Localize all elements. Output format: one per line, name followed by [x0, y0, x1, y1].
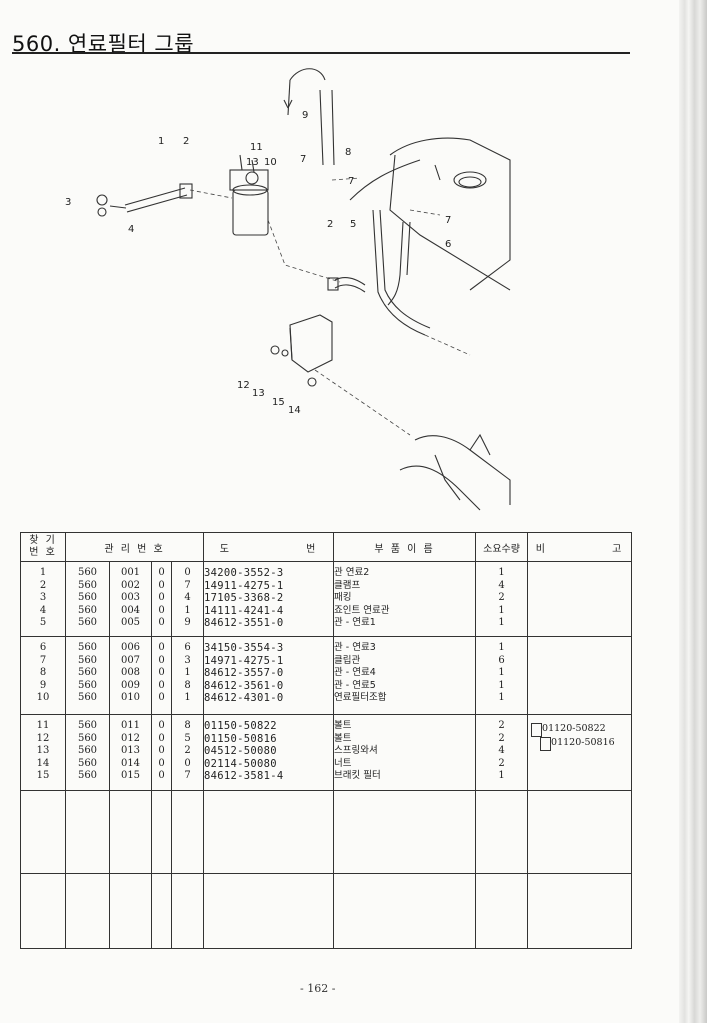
svg-text:14: 14 — [288, 405, 301, 416]
svg-text:2: 2 — [183, 136, 189, 147]
header-quantity: 소요수량 — [475, 532, 529, 562]
page-binding-shadow — [679, 0, 707, 1023]
header-part-name: 부 품 이 름 — [333, 532, 477, 562]
parts-diagram: 1 2 11 13 10 3 4 9 8 7 7 7 6 2 5 12 13 1… — [40, 60, 580, 520]
svg-text:3: 3 — [65, 197, 71, 208]
title-rule — [12, 52, 630, 54]
remarks-cell — [527, 636, 633, 715]
svg-text:6: 6 — [445, 239, 451, 250]
svg-text:4: 4 — [128, 224, 134, 235]
remarks-cell — [527, 561, 633, 637]
table-row-empty — [20, 873, 633, 949]
table-row-empty — [20, 790, 633, 874]
header-find-number: 찾 기 번 호 — [20, 532, 66, 562]
svg-text:7: 7 — [348, 176, 354, 187]
page-number: - 162 - — [300, 982, 336, 995]
svg-text:9: 9 — [302, 110, 308, 121]
diagram-callouts: 1 2 11 13 10 3 4 9 8 7 7 7 6 2 5 12 13 1… — [65, 110, 451, 416]
remarks-cell: 01120-50822 01120-50816 — [527, 714, 633, 791]
svg-text:11: 11 — [250, 142, 263, 153]
svg-text:13: 13 — [246, 157, 259, 168]
svg-text:7: 7 — [300, 154, 306, 165]
svg-text:15: 15 — [272, 397, 285, 408]
svg-text:12: 12 — [237, 380, 250, 391]
svg-text:7: 7 — [445, 215, 451, 226]
remark-text: 01120-50822 — [542, 723, 606, 734]
svg-text:2: 2 — [327, 219, 333, 230]
table-header-row: 찾 기 번 호 관 리 번 호 도 번 부 품 이 름 소요수량 비 고 — [20, 532, 633, 562]
remark-bracket — [540, 737, 552, 751]
header-drawing-number: 도 번 — [203, 532, 335, 562]
header-remarks: 비 고 — [527, 532, 633, 562]
remark-text: 01120-50816 — [551, 737, 615, 748]
svg-text:8: 8 — [345, 147, 351, 158]
svg-text:13: 13 — [252, 388, 265, 399]
svg-text:10: 10 — [264, 157, 277, 168]
exploded-view-drawing: 1 2 11 13 10 3 4 9 8 7 7 7 6 2 5 12 13 1… — [65, 68, 511, 511]
header-management-number: 관 리 번 호 — [64, 532, 205, 562]
svg-text:5: 5 — [350, 219, 356, 230]
remark-bracket — [531, 723, 543, 737]
svg-text:1: 1 — [158, 136, 164, 147]
